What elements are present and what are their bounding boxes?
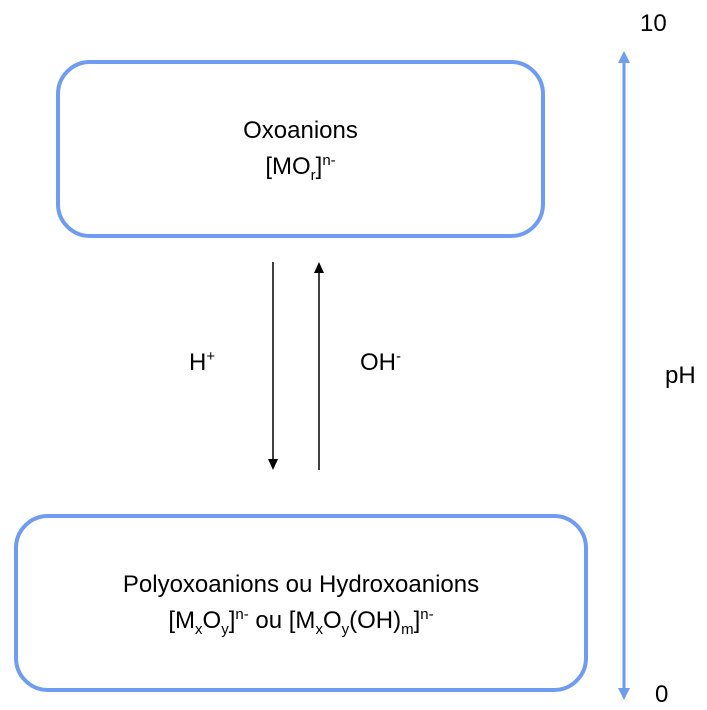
oxoanions-formula: [MOr]n- [265,149,335,185]
formula-part: ] [315,153,323,180]
label-base: OH [360,349,396,376]
ph-max-label: 10 [640,10,667,37]
polyoxoanions-box: Polyoxoanions ou Hydroxoanions [MxOy]n- … [14,514,588,692]
formula-subscript-x: x [315,620,323,638]
formula-subscript-y: y [341,620,350,638]
oh-minus-label: OH- [360,348,401,378]
formula-charge: n- [420,606,434,623]
formula-part: [M [168,607,196,634]
label-base: H [189,349,207,376]
up-arrow-head [314,262,324,273]
label-superscript: + [206,348,216,365]
label-superscript: - [396,348,401,365]
polyoxoanions-formula: [MxOy]n- ou [MxOy(OH)m]n- [168,603,433,639]
formula-charge: n- [235,606,249,623]
h-plus-label: H+ [189,348,215,378]
formula-part: [M [288,607,316,634]
ph-axis-top-arrowhead [618,51,630,63]
ph-axis-bottom-arrowhead [618,688,630,700]
down-arrow-head [268,459,278,470]
ph-axis-label: pH [665,362,696,389]
formula-part: O [322,607,342,634]
polyoxoanions-title: Polyoxoanions ou Hydroxoanions [122,571,480,598]
oxoanions-title: Oxoanions [243,117,358,144]
formula-subscript-y: y [221,620,229,638]
formula-part: (OH) [349,607,402,634]
formula-part: O [202,607,222,634]
formula-part: ] [228,607,236,634]
formula-charge: n- [322,152,336,169]
ph-min-label: 0 [655,681,669,708]
formula-subscript-m: m [401,620,414,638]
formula-part: ] [413,607,421,634]
formula-subscript-r: r [310,166,316,184]
formula-connector: ou [248,607,289,634]
formula-part: [MO [265,153,311,180]
oxoanions-box: Oxoanions [MOr]n- [56,60,545,238]
formula-subscript-x: x [195,620,203,638]
